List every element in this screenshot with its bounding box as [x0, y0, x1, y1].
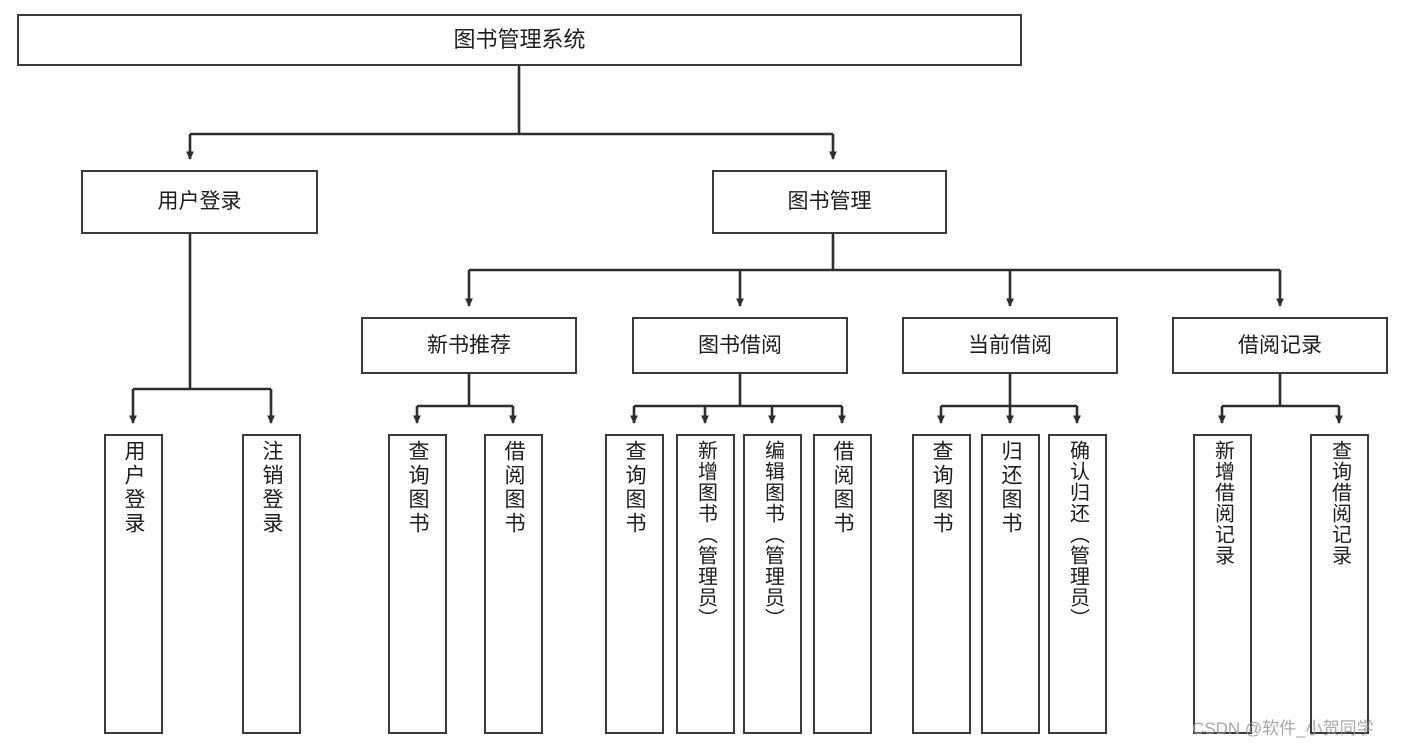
node-leaf-query-borrow-record[interactable]: 查询借阅记录	[1310, 434, 1369, 734]
node-leaf-borrow-book-recommend[interactable]: 借阅图书	[484, 434, 543, 734]
node-leaf-add-borrow-record[interactable]: 新增借阅记录	[1193, 434, 1252, 734]
node-leaf-confirm-return-admin[interactable]: 确认归还（管理员）	[1048, 434, 1107, 734]
node-label: 新增借阅记录	[1211, 440, 1234, 566]
node-label: 新书推荐	[427, 333, 511, 357]
node-label: 图书管理	[787, 190, 872, 214]
node-label: 查询图书	[623, 440, 646, 536]
node-leaf-add-book-admin[interactable]: 新增图书（管理员）	[676, 434, 735, 734]
node-leaf-user-logout[interactable]: 注销登录	[242, 434, 301, 734]
node-label: 确认归还（管理员）	[1066, 440, 1089, 629]
node-label: 图书管理系统	[453, 26, 586, 52]
node-book-management[interactable]: 图书管理	[712, 170, 947, 234]
node-user-login[interactable]: 用户登录	[81, 170, 318, 234]
node-leaf-borrow-book-borrow[interactable]: 借阅图书	[813, 434, 872, 734]
node-current-borrow[interactable]: 当前借阅	[902, 317, 1118, 374]
node-label: 图书借阅	[698, 333, 782, 357]
node-leaf-query-book-recommend[interactable]: 查询图书	[388, 434, 447, 734]
node-label: 查询图书	[930, 440, 953, 536]
node-label: 新增图书（管理员）	[694, 440, 717, 629]
node-label: 用户登录	[122, 440, 145, 536]
node-label: 编辑图书（管理员）	[761, 440, 784, 629]
node-borrow-record[interactable]: 借阅记录	[1172, 317, 1388, 374]
node-label: 当前借阅	[968, 333, 1052, 357]
node-new-book-recommend[interactable]: 新书推荐	[361, 317, 577, 374]
csdn-watermark: CSDN @软件_小贺同学	[1192, 719, 1374, 738]
node-label: 注销登录	[260, 440, 283, 536]
node-label: 查询图书	[406, 440, 429, 536]
node-leaf-return-book[interactable]: 归还图书	[981, 434, 1040, 734]
node-leaf-edit-book-admin[interactable]: 编辑图书（管理员）	[743, 434, 802, 734]
node-label: 查询借阅记录	[1328, 440, 1351, 566]
node-root-book-management-system[interactable]: 图书管理系统	[17, 14, 1022, 66]
node-label: 借阅图书	[831, 440, 854, 536]
node-leaf-user-login[interactable]: 用户登录	[104, 434, 163, 734]
node-leaf-query-book-current[interactable]: 查询图书	[912, 434, 971, 734]
node-label: 借阅记录	[1238, 333, 1322, 357]
node-leaf-query-book-borrow[interactable]: 查询图书	[605, 434, 664, 734]
node-book-borrow[interactable]: 图书借阅	[632, 317, 848, 374]
node-label: 用户登录	[157, 190, 242, 214]
node-label: 借阅图书	[502, 440, 525, 536]
node-label: 归还图书	[999, 440, 1022, 536]
